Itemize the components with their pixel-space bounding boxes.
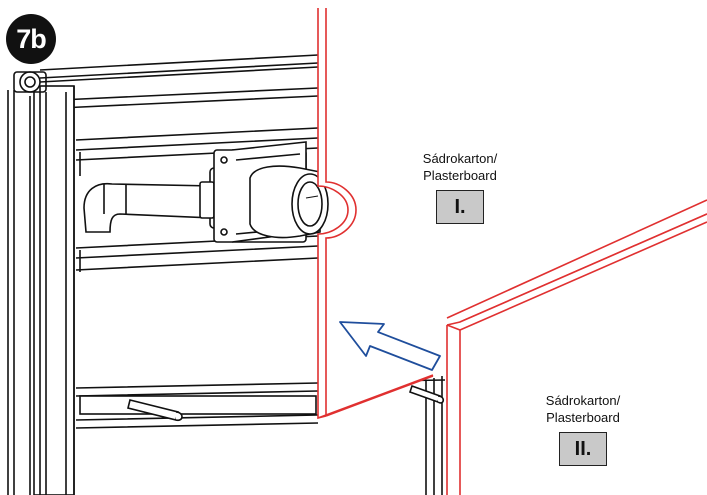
layer-number-badge: I.	[436, 190, 484, 224]
material-name-cz: Sádrokarton/	[545, 393, 621, 408]
plasterboard-two-label: Sádrokarton/ Plasterboard II.	[523, 392, 643, 466]
plasterboard-two	[446, 213, 707, 495]
material-name-en: Plasterboard	[423, 168, 497, 183]
material-name-cz: Sádrokarton/	[422, 151, 498, 166]
plasterboard-one-label: Sádrokarton/ Plasterboard I.	[400, 150, 520, 224]
insert-arrow-icon	[339, 321, 441, 371]
layer-number-badge: II.	[559, 432, 607, 466]
step-badge: 7b	[6, 14, 56, 64]
pipe-and-valve	[83, 141, 329, 243]
support-rod	[127, 384, 445, 422]
plasterboard-one	[317, 8, 707, 420]
material-name-en: Plasterboard	[546, 410, 620, 425]
